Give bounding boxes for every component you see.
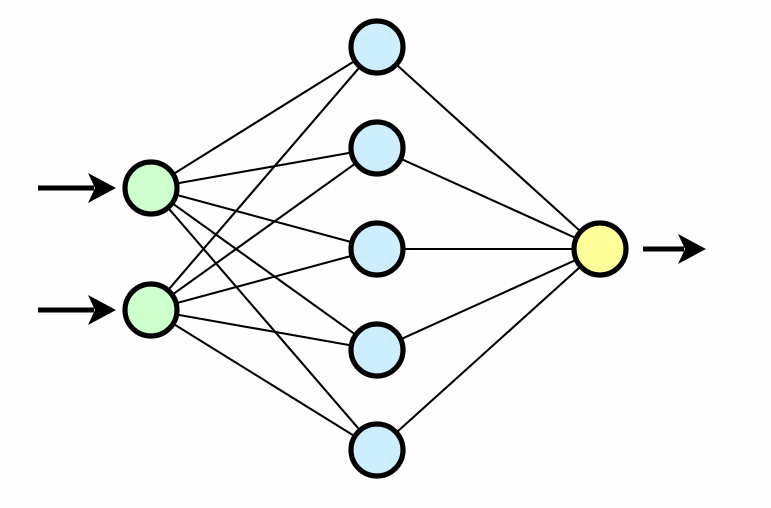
input-node-2-circle[interactable] (122, 281, 180, 339)
edges-group (166, 59, 583, 438)
input-node-1[interactable] (122, 159, 180, 217)
hidden-node-1-circle[interactable] (348, 18, 406, 76)
hidden-node-2[interactable] (348, 119, 406, 177)
edge-h4-o1 (399, 258, 578, 341)
hidden-node-2-circle[interactable] (348, 119, 406, 177)
hidden-node-4[interactable] (348, 321, 406, 379)
edge-i1-h4 (170, 201, 358, 337)
edge-h1-o1 (394, 63, 583, 233)
output-node-1-circle[interactable] (571, 220, 629, 278)
hidden-node-5-circle[interactable] (348, 421, 406, 479)
input-arrow-1-head (88, 173, 116, 203)
output-arrow-1-head (678, 234, 706, 264)
hidden-node-5[interactable] (348, 421, 406, 479)
output-arrow-1 (643, 234, 706, 264)
edge-i2-h3 (174, 254, 354, 305)
edge-i1-h2 (175, 151, 353, 185)
arrows-group (38, 173, 706, 325)
hidden-node-3-circle[interactable] (348, 220, 406, 278)
edge-i1-h5 (166, 206, 362, 432)
edge-i2-h5 (171, 322, 357, 438)
edge-h2-o1 (399, 157, 578, 240)
input-arrow-2-head (88, 295, 116, 325)
output-node-1[interactable] (571, 220, 629, 278)
edge-i2-h2 (170, 161, 358, 297)
input-node-2[interactable] (122, 281, 180, 339)
edge-i2-h4 (175, 313, 353, 347)
hidden-node-4-circle[interactable] (348, 321, 406, 379)
edge-i1-h1 (171, 59, 357, 176)
input-arrow-2 (38, 295, 116, 325)
input-node-1-circle[interactable] (122, 159, 180, 217)
edge-i2-h1 (166, 65, 362, 292)
edge-i1-h3 (174, 193, 354, 244)
hidden-node-3[interactable] (348, 220, 406, 278)
nodes-group (122, 18, 629, 479)
input-arrow-1 (38, 173, 116, 203)
edge-h5-o1 (394, 264, 583, 435)
hidden-node-1[interactable] (348, 18, 406, 76)
